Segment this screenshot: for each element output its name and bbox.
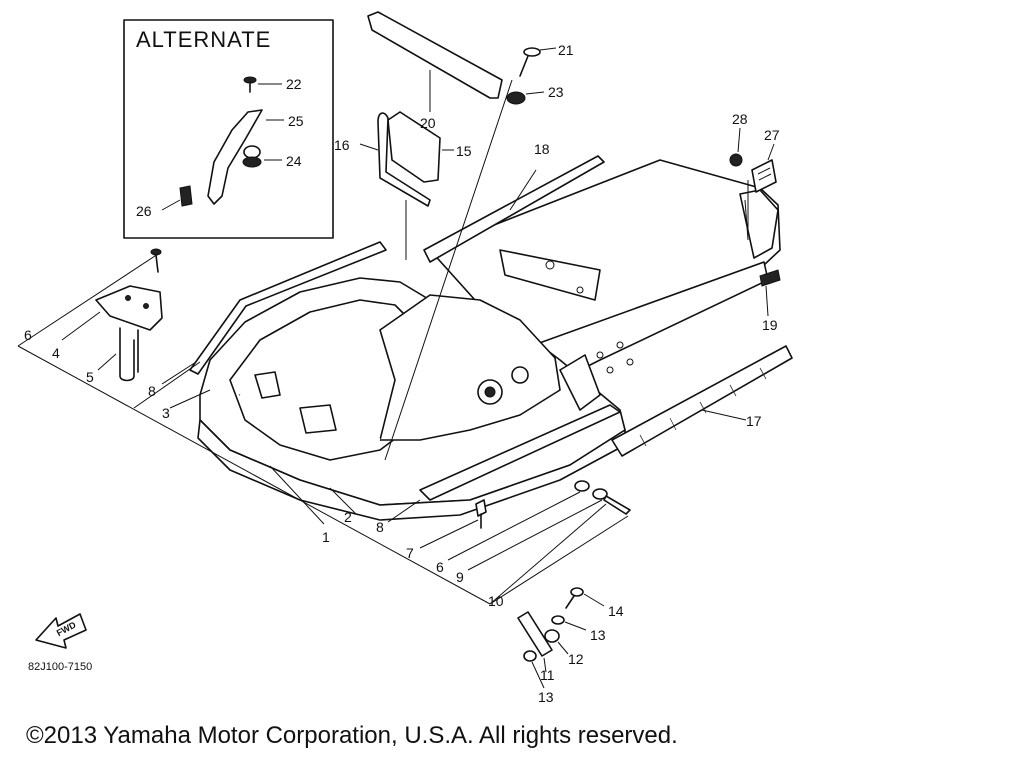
callout-9: 9 xyxy=(456,569,464,585)
callout-28: 28 xyxy=(732,111,748,127)
callout-15: 15 xyxy=(456,143,472,159)
callout-13-upper: 13 xyxy=(590,627,606,643)
part-10-rivet xyxy=(592,488,631,515)
part-19-pad xyxy=(759,269,781,287)
part-8-lower-trim xyxy=(419,404,621,501)
part-6-bolt xyxy=(150,248,162,273)
callout-1: 1 xyxy=(322,529,330,545)
callout-2: 2 xyxy=(344,509,352,525)
callout-22: 22 xyxy=(286,76,302,92)
callout-7: 7 xyxy=(406,545,414,561)
callout-6-left: 6 xyxy=(24,327,32,343)
part-8-upper-trim xyxy=(189,241,387,375)
diagram-code: 82J100-7150 xyxy=(28,661,92,673)
part-23-nut xyxy=(506,91,526,105)
part-13-washer-a xyxy=(551,615,565,625)
callout-10: 10 xyxy=(488,593,504,609)
callout-6-right: 6 xyxy=(436,559,444,575)
part-16-strap xyxy=(377,112,431,207)
part-9-washer xyxy=(574,480,590,492)
part-22-bolt xyxy=(243,76,257,93)
alternate-box: ALTERNATE xyxy=(123,19,334,239)
callout-24: 24 xyxy=(286,153,302,169)
part-28-grommet xyxy=(729,153,743,167)
callout-3: 3 xyxy=(162,405,170,421)
callout-23: 23 xyxy=(548,84,564,100)
part-12-collar xyxy=(544,629,560,643)
part-4-bracket xyxy=(95,285,163,331)
part-24-grommet xyxy=(242,145,262,168)
part-20-plate xyxy=(367,11,503,99)
callout-4: 4 xyxy=(52,345,60,361)
callout-17: 17 xyxy=(746,413,762,429)
callout-16: 16 xyxy=(334,137,350,153)
part-17-strip xyxy=(611,345,793,457)
callout-18: 18 xyxy=(534,141,550,157)
callout-20: 20 xyxy=(420,115,436,131)
frame-assembly xyxy=(197,159,781,521)
part-15-plate xyxy=(387,111,441,183)
copyright-notice: ©2013 Yamaha Motor Corporation, U.S.A. A… xyxy=(26,722,678,749)
part-5-u-bolt xyxy=(119,327,139,382)
reference-lines xyxy=(17,98,769,605)
part-11-link xyxy=(517,611,553,657)
callout-8-right: 8 xyxy=(376,519,384,535)
callout-25: 25 xyxy=(288,113,304,129)
callout-26: 26 xyxy=(136,203,152,219)
callout-14: 14 xyxy=(608,603,624,619)
part-13-washer-b xyxy=(523,650,537,662)
part-14-bolt xyxy=(565,587,584,609)
callout-21: 21 xyxy=(558,42,574,58)
forward-arrow-icon: FWD xyxy=(35,613,87,649)
part-26-pad xyxy=(179,185,193,207)
callout-labels: 1 2 3 4 5 6 6 7 8 8 9 10 11 12 13 13 14 … xyxy=(24,42,780,705)
callout-11: 11 xyxy=(540,667,555,683)
callout-13-lower: 13 xyxy=(538,689,554,705)
part-18-strip xyxy=(423,155,605,263)
callout-8-left: 8 xyxy=(148,383,156,399)
part-25-bracket xyxy=(207,109,263,205)
part-27-emblem xyxy=(751,159,777,193)
callout-19: 19 xyxy=(762,317,778,333)
alternate-title: ALTERNATE xyxy=(136,27,271,52)
callout-5: 5 xyxy=(86,369,94,385)
part-21-bolt xyxy=(519,47,541,77)
callout-27: 27 xyxy=(764,127,780,143)
part-7-stud xyxy=(475,499,487,529)
callout-12: 12 xyxy=(568,651,584,667)
